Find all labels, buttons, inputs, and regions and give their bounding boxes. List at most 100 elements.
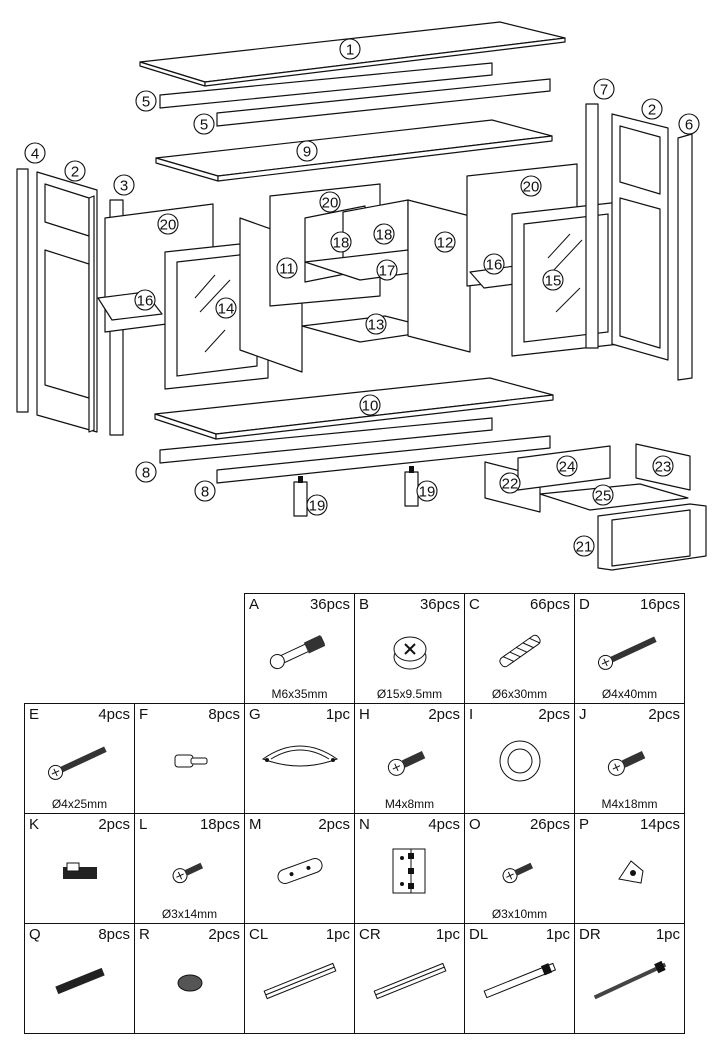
part-number-circle xyxy=(135,461,157,483)
hardware-quantity: 66pcs xyxy=(529,596,570,613)
part-right-outer-post xyxy=(677,133,693,381)
part-number-19: 19 xyxy=(309,498,326,515)
hardware-code: K xyxy=(29,816,40,833)
part-number-9: 9 xyxy=(303,144,311,161)
hardware-code: M xyxy=(249,816,262,833)
part-number-circle xyxy=(416,480,438,502)
part-number-20: 20 xyxy=(523,179,540,196)
hardware-code: B xyxy=(359,596,370,613)
hardware-size: M6x35mm xyxy=(271,687,328,701)
part-number-circle xyxy=(593,78,615,100)
part-top-rail-front xyxy=(159,62,493,109)
hardware-quantity: 1pc xyxy=(545,926,570,943)
hardware-quantity: 4pcs xyxy=(98,706,130,723)
part-number-circle xyxy=(483,253,505,275)
part-number-circle xyxy=(306,494,328,516)
part-number-circle xyxy=(641,98,663,120)
part-number-1: 1 xyxy=(346,42,354,59)
part-number-circle xyxy=(215,297,237,319)
hardware-code: DR xyxy=(579,926,601,943)
part-number-circle xyxy=(330,231,352,253)
hardware-cell-cl: CL 1pc xyxy=(244,923,355,1034)
hardware-quantity: 8pcs xyxy=(98,926,130,943)
hardware-code: R xyxy=(139,926,150,943)
cam-bolt-icon xyxy=(255,623,345,679)
hardware-quantity: 36pcs xyxy=(309,596,350,613)
part-number-circle xyxy=(365,313,387,335)
corner-block-icon xyxy=(585,843,675,899)
hardware-quantity: 14pcs xyxy=(639,816,680,833)
drawer-rail-icon xyxy=(475,953,565,1009)
hardware-quantity: 1pc xyxy=(325,926,350,943)
part-number-25: 25 xyxy=(595,488,612,505)
part-number-circle xyxy=(157,213,179,235)
part-number-circle xyxy=(520,175,542,197)
hardware-quantity: 26pcs xyxy=(529,816,570,833)
part-number-circle xyxy=(592,484,614,506)
cable-tie-icon xyxy=(585,953,675,1009)
shelf-pin-icon xyxy=(145,733,235,789)
hardware-code: I xyxy=(469,706,474,723)
part-number-8: 8 xyxy=(142,465,150,482)
hardware-size: M4x18mm xyxy=(601,797,658,811)
hinge-icon xyxy=(365,843,455,899)
part-number-8: 8 xyxy=(201,484,209,501)
part-right-inner-post xyxy=(585,103,599,349)
part-number-circle xyxy=(296,140,318,162)
wood-dowel-icon xyxy=(475,623,565,679)
hardware-size: Ø3x14mm xyxy=(161,907,218,921)
part-number-3: 3 xyxy=(120,178,128,195)
wood-screw-icon xyxy=(35,733,125,789)
part-number-circle xyxy=(652,455,674,477)
part-number-17: 17 xyxy=(379,263,396,280)
machine-screw-icon xyxy=(585,733,675,789)
part-bottom-rail-back xyxy=(216,435,551,484)
part-divider-right xyxy=(407,199,471,353)
hardware-size: M4x8mm xyxy=(384,797,435,811)
hardware-code: N xyxy=(359,816,370,833)
part-leg-left xyxy=(293,476,308,517)
hardware-quantity: 1pc xyxy=(435,926,460,943)
hardware-cell-dr: DR 1pc xyxy=(574,923,685,1034)
hardware-size: Ø4x40mm xyxy=(601,687,658,701)
part-number-18: 18 xyxy=(376,227,393,244)
cup-handle-icon xyxy=(255,733,345,789)
part-number-circle xyxy=(276,257,298,279)
drawer-slide-icon xyxy=(255,953,345,1009)
part-left-frame xyxy=(36,171,98,433)
part-number-circle xyxy=(373,223,395,245)
part-number-circle xyxy=(113,174,135,196)
part-number-24: 24 xyxy=(559,459,576,476)
part-number-18: 18 xyxy=(333,235,350,252)
hardware-code: J xyxy=(579,706,587,723)
part-number-circle xyxy=(339,38,361,60)
hardware-code: CL xyxy=(249,926,269,943)
part-number-circle xyxy=(542,269,564,291)
hardware-code: H xyxy=(359,706,370,723)
part-number-circle xyxy=(499,472,521,494)
part-left-outer-post xyxy=(16,168,29,413)
part-number-4: 4 xyxy=(31,146,39,163)
cam-lock-icon xyxy=(365,623,455,679)
hardware-quantity: 1pc xyxy=(655,926,680,943)
hardware-quantity: 16pcs xyxy=(639,596,680,613)
part-number-5: 5 xyxy=(200,117,208,134)
hardware-code: O xyxy=(469,816,481,833)
part-top-rail-back xyxy=(216,78,551,127)
part-number-20: 20 xyxy=(322,195,339,212)
part-number-20: 20 xyxy=(160,217,177,234)
part-number-15: 15 xyxy=(545,273,562,290)
part-number-23: 23 xyxy=(655,459,672,476)
hardware-quantity: 2pcs xyxy=(648,706,680,723)
